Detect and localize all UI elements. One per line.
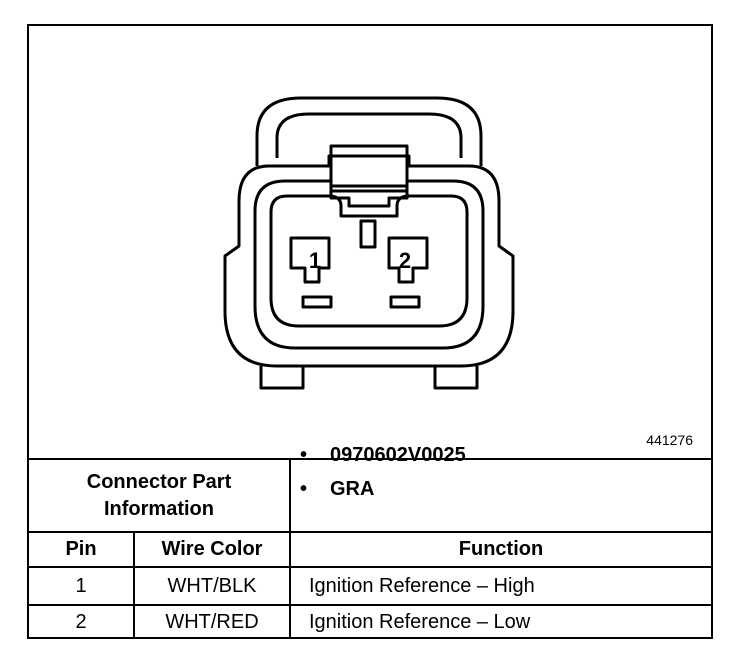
keying-slot	[359, 219, 377, 249]
connector-diagram: 1 2 441276	[29, 26, 711, 458]
foot-left	[259, 366, 305, 390]
locking-tab	[329, 144, 409, 188]
table-top-border	[29, 458, 711, 460]
header-row-bottom-border	[29, 566, 711, 568]
col-divider-pin	[133, 531, 135, 639]
latch-arch-inner	[275, 112, 463, 158]
color-item: • GRA	[300, 472, 466, 506]
connector-color: GRA	[330, 477, 375, 500]
foot-right	[433, 366, 479, 390]
col-divider-info	[289, 458, 291, 639]
header-function: Function	[458, 538, 544, 560]
connector-shell	[223, 154, 515, 368]
table-row-1-wire-color: WHT/BLK	[167, 574, 257, 597]
table-row-2-wire-color: WHT/RED	[165, 611, 259, 633]
connector-part-info-header: Connector Part Information	[29, 460, 289, 531]
terminal-1-slot	[301, 295, 333, 309]
pin-cavity	[269, 194, 469, 328]
part-number-item: • 0970602V0025	[300, 438, 466, 472]
terminal-2-slot	[389, 295, 421, 309]
table-row-1-pin: 1	[75, 574, 87, 597]
pin-2-label: 2	[399, 248, 411, 273]
row-divider	[29, 604, 711, 606]
header-row-top-border	[29, 531, 711, 533]
figure-id: 441276	[646, 432, 693, 448]
header-pin: Pin	[65, 538, 97, 560]
table-row-1-function: Ignition Reference – High	[309, 574, 535, 597]
connector-inner	[253, 179, 485, 350]
bullet-1: •	[300, 443, 308, 466]
connector-drawing: 1 2	[223, 96, 515, 390]
part-number: 0970602V0025	[330, 443, 466, 466]
bullet-2: •	[300, 477, 308, 500]
table-row-2-function: Ignition Reference – Low	[309, 611, 531, 633]
terminal-2	[387, 236, 429, 284]
part-info-list: • 0970602V0025 • GRA	[300, 438, 466, 506]
header-wire-color: Wire Color	[161, 538, 263, 560]
terminal-1	[289, 236, 331, 284]
pin-1-label: 1	[309, 248, 321, 273]
connector-part-info-line2: Information	[104, 497, 214, 520]
table-row-2-pin: 2	[75, 611, 87, 633]
connector-sheet: 1 2 441276 Connector Part Information Pi…	[27, 24, 713, 639]
connector-part-info-line1: Connector Part	[86, 470, 232, 493]
latch-arch	[255, 96, 483, 166]
